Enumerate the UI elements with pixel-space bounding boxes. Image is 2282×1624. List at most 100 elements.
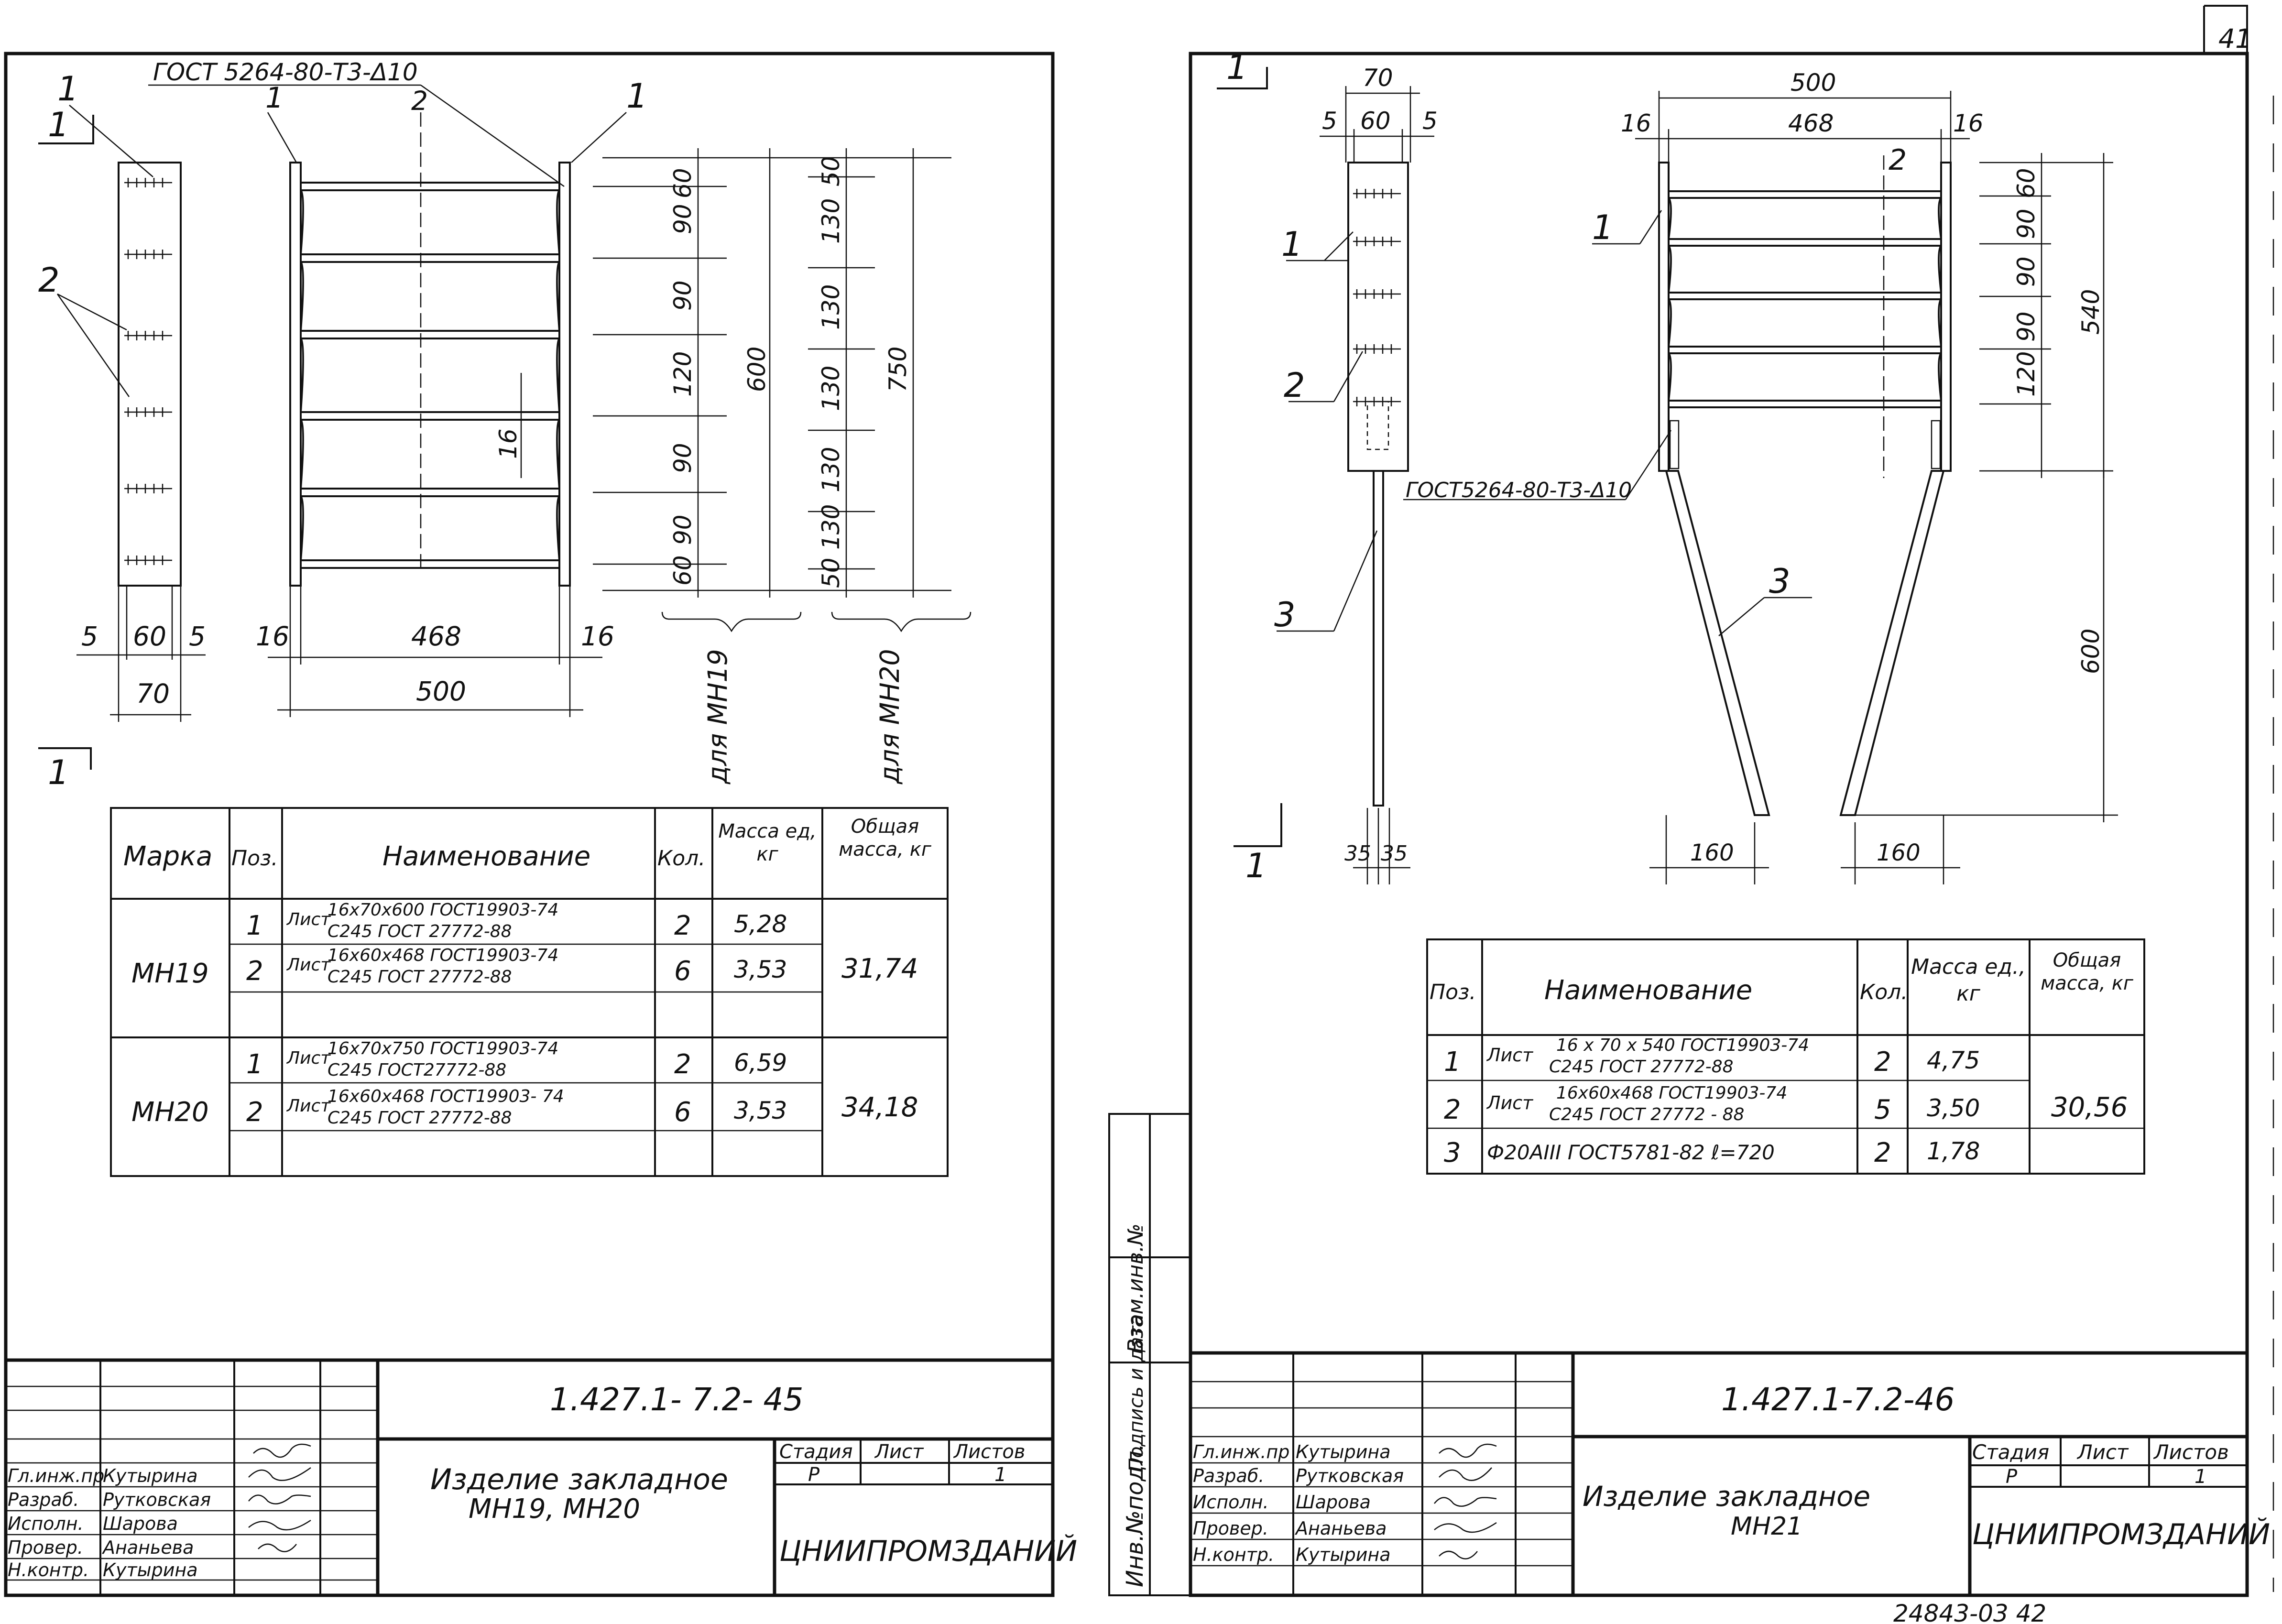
right-callout-1a-leader: [1324, 231, 1354, 261]
right-anchor-weld-r: [1931, 420, 1941, 469]
right-side-dim-left: 5: [1322, 107, 1337, 135]
left-bom-mass: 3,53: [734, 956, 787, 983]
dim-v-mh19-6: 60: [669, 555, 697, 586]
left-bom-mass: 5,28: [734, 910, 787, 938]
left-bom-h-qty: Кол.: [657, 846, 705, 871]
left-bom-mass: 3,53: [734, 1097, 787, 1124]
left-role: Исполн.: [8, 1513, 84, 1534]
left-bom-h-pos: Поз.: [231, 846, 278, 871]
right-role: Провер.: [1193, 1518, 1268, 1539]
right-side-plate: [1347, 162, 1409, 472]
right-front-dim-left: 16: [1621, 109, 1651, 137]
right-bom-line1: 16 х 70 х 540 ГОСТ19903-74: [1556, 1035, 1809, 1055]
right-dim-v-0: 60: [2012, 168, 2040, 198]
left-org: ЦНИИПРОМЗДАНИЙ: [779, 1534, 1077, 1568]
right-bom-h-name: Наименование: [1544, 975, 1752, 1006]
left-vert-dim-texts-mh19: 60 90 90 120 90 90 60 600: [669, 168, 771, 586]
left-bom-prefix: Лист: [286, 910, 331, 929]
left-side-dim-right: 5: [189, 621, 206, 652]
left-bom-pos: 2: [246, 1097, 263, 1128]
right-bom-pos: 1: [1444, 1046, 1461, 1078]
right-role: Исполн.: [1193, 1492, 1269, 1513]
right-side-rod: [1373, 470, 1384, 807]
right-bom-mass: 1,78: [1927, 1137, 1980, 1165]
right-bom-pos: 2: [1444, 1094, 1461, 1125]
right-bom-qty: 2: [1874, 1046, 1891, 1078]
right-callout-2b: 2: [1889, 143, 1907, 177]
right-spread-right: 160: [1877, 839, 1921, 866]
left-role: Н.контр.: [8, 1559, 89, 1580]
right-people: Гл.инж.пр Кутырина Разраб. Рутковская Ис…: [1193, 1441, 1404, 1565]
right-front-rods: [1668, 190, 1942, 408]
right-weld-note: ГОСТ5264-80-Т3-Δ10: [1406, 478, 1632, 502]
left-callout-1c-leader: [571, 112, 627, 163]
right-bom-mass: 3,50: [1927, 1094, 1980, 1122]
dim-v-mh19-1: 90: [669, 204, 697, 234]
left-bom-h-name: Наименование: [382, 841, 590, 872]
left-bom-mark-mh19: МН19: [131, 958, 209, 989]
left-front-view: [289, 162, 571, 587]
dim-v-mh19-4: 90: [669, 443, 697, 473]
left-weld-marks: [124, 178, 172, 565]
left-rod-dim: 16: [494, 428, 522, 459]
left-bom-line2: С245 ГОСТ 27772-88: [328, 1108, 512, 1128]
left-callout-1a: 1: [57, 69, 79, 109]
right-callout-2a-leader: [1333, 351, 1364, 402]
right-vert-dims: [1855, 153, 2118, 822]
left-person: Кутырина: [103, 1559, 198, 1580]
left-weld-note: ГОСТ 5264-80-Т3-Δ10: [153, 58, 418, 86]
left-callout-1c: 1: [626, 76, 648, 116]
left-side-dim-mid: 60: [133, 621, 166, 652]
left-bom-mark-mh20: МН20: [131, 1097, 209, 1128]
left-bom-qty: 6: [674, 956, 691, 987]
right-dim-v-3: 90: [2012, 311, 2040, 342]
left-bom-line1: 16х60х468 ГОСТ19903-74: [328, 946, 558, 965]
right-side-top-dims: [1320, 86, 1434, 163]
left-front-dims: [268, 586, 602, 717]
left-role: Гл.инж.пр: [8, 1465, 104, 1486]
right-sheets-value: 1: [2195, 1466, 2206, 1488]
left-callout-2b-leader2: [56, 294, 130, 397]
right-title-block-grid: [1190, 1351, 2247, 1595]
left-bom-line2: С245 ГОСТ 27772-88: [328, 967, 512, 987]
right-spread-left: 160: [1690, 839, 1734, 866]
right-anchor-bar-r: [1839, 470, 1945, 816]
dim-v-mh20-6: 50: [817, 557, 845, 588]
right-person: Кутырина: [1296, 1441, 1391, 1462]
left-bom-h-mark: Марка: [123, 841, 212, 872]
left-person: Шарова: [103, 1513, 178, 1534]
left-sheets-value: 1: [994, 1464, 1006, 1486]
dim-v-mh19-2: 90: [669, 280, 697, 311]
right-bom-line2: С245 ГОСТ 27772-88: [1549, 1057, 1734, 1077]
right-role: Н.контр.: [1193, 1544, 1274, 1565]
right-side-dim-mid: 60: [1360, 107, 1391, 135]
right-anchor-weld-l: [1669, 420, 1680, 469]
left-side-dim-total: 70: [136, 678, 170, 709]
right-sheet: 41 Инв.№подл. Подпись и дата Взам.инв.№ …: [1108, 5, 2274, 1597]
left-bom-line2: С245 ГОСТ27772-88: [328, 1060, 506, 1080]
left-callout-2b: 2: [38, 261, 60, 300]
dim-v-mh20-2: 130: [817, 284, 845, 330]
side-stamp: Инв.№подл. Подпись и дата Взам.инв.№: [1108, 1113, 1191, 1596]
left-bom-pos: 1: [246, 1049, 263, 1080]
left-side-dim-left: 5: [81, 621, 98, 652]
right-dim-v-2: 90: [2012, 256, 2040, 287]
left-bom-total-mh20: 34,18: [841, 1092, 918, 1123]
left-bom-prefix: Лист: [286, 1048, 331, 1068]
right-role: Разраб.: [1193, 1465, 1264, 1486]
right-sheet-header: Лист: [2076, 1440, 2129, 1464]
right-rod-dims: [1353, 808, 1410, 884]
bottom-stamp: 24843-03 42: [1893, 1600, 2046, 1624]
left-role: Разраб.: [8, 1489, 79, 1510]
left-bom-total-mh19: 31,74: [841, 953, 918, 984]
left-bom-line1: 16х70х750 ГОСТ19903-74: [328, 1039, 558, 1058]
left-people: Гл.инж.пр Кутырина Разраб. Рутковская Ис…: [8, 1465, 211, 1580]
left-section-arrow-bottom: [38, 747, 92, 770]
left-person: Кутырина: [103, 1465, 198, 1486]
right-callout-3b-leader: [1718, 597, 1765, 636]
left-stage-value: Р: [808, 1464, 820, 1486]
right-bom-pos: 3: [1444, 1137, 1461, 1168]
left-bom-line2: С245 ГОСТ 27772-88: [328, 922, 512, 941]
right-rod-dim-right: 35: [1381, 841, 1408, 866]
left-bom-pos: 1: [246, 910, 263, 941]
